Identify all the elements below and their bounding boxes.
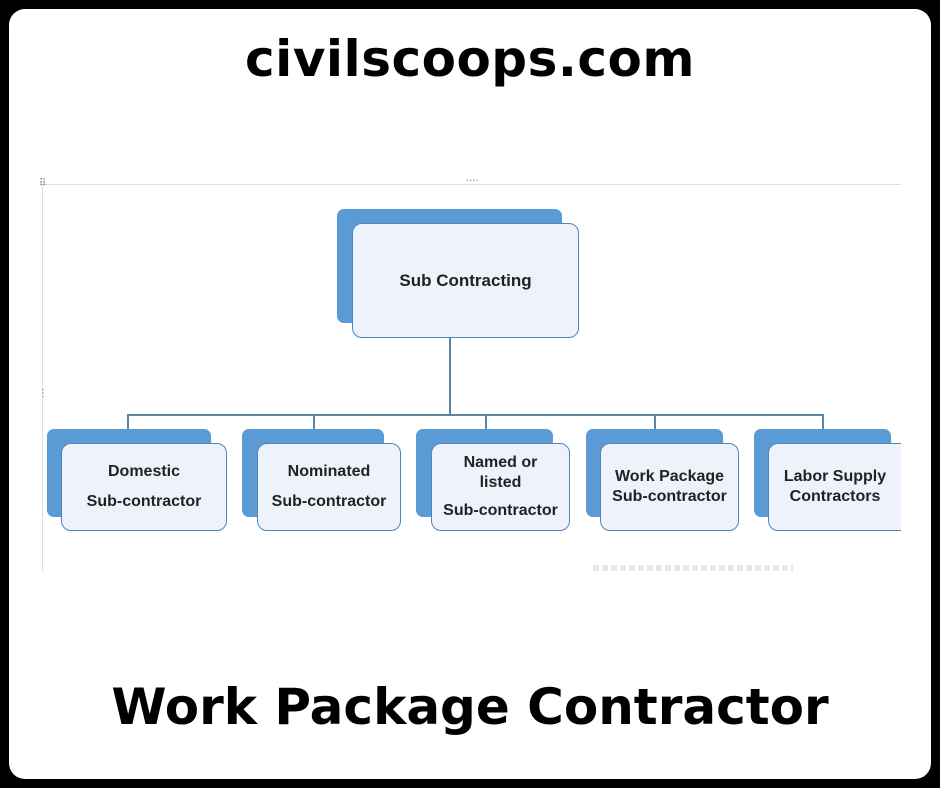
child-node-label: Named or: [463, 454, 538, 471]
child-node-label: Labor Supply: [783, 468, 887, 485]
connector-child-2: [313, 414, 315, 430]
connector-child-5: [822, 414, 824, 430]
child-node-named-listed: Named or listed Sub-contractor: [431, 443, 570, 531]
child-node-label: Work Package: [614, 468, 725, 485]
resize-handle-top-left: ⠿: [39, 178, 47, 189]
root-node: Sub Contracting: [352, 223, 579, 338]
org-chart: ⠿ ···· ⋮ Sub Contracting Domestic Sub-co…: [38, 177, 901, 571]
child-node-label: Sub-contractor: [612, 488, 727, 505]
faint-watermark: [593, 565, 793, 571]
child-node-label: Sub-contractor: [271, 493, 387, 510]
root-node-label: Sub Contracting: [399, 270, 532, 290]
resize-handle-left: ⋮: [38, 388, 48, 399]
child-node-domestic: Domestic Sub-contractor: [61, 443, 227, 531]
child-node-labor-supply: Labor Supply Contractors: [768, 443, 901, 531]
child-node-nominated: Nominated Sub-contractor: [257, 443, 401, 531]
caption-title: Work Package Contractor: [111, 678, 829, 736]
child-node-label: Contractors: [789, 488, 881, 505]
connector-horizontal: [127, 414, 824, 416]
child-node-label: Sub-contractor: [443, 502, 558, 519]
connector-child-3: [485, 414, 487, 430]
child-node-label: listed: [479, 474, 522, 491]
connector-child-4: [654, 414, 656, 430]
site-title: civilscoops.com: [245, 30, 695, 88]
connector-child-1: [127, 414, 129, 430]
connector-root-vertical: [449, 337, 451, 415]
child-node-label: Sub-contractor: [86, 493, 202, 510]
child-node-label: Nominated: [287, 463, 371, 480]
child-node-label: Domestic: [107, 463, 181, 480]
resize-handle-top: ····: [466, 176, 479, 187]
child-node-work-package: Work Package Sub-contractor: [600, 443, 739, 531]
